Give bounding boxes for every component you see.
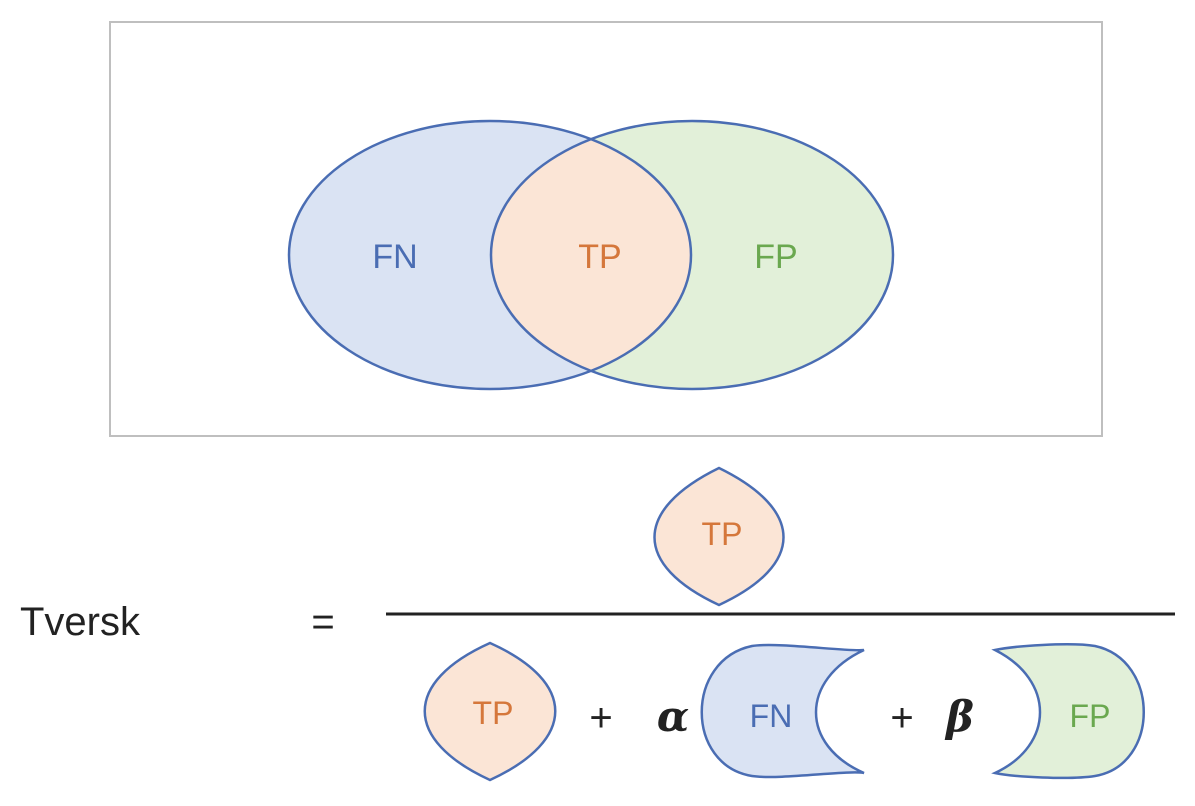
- equals-sign: =: [311, 600, 334, 644]
- denominator-tp-shape: [423, 641, 557, 782]
- numerator-tp-label: TP: [702, 516, 743, 552]
- denominator-fn-label: FN: [750, 698, 793, 734]
- venn-diagram: FN TP FP: [287, 119, 895, 391]
- venn-tp-label: TP: [578, 238, 621, 276]
- denominator-fp-shape: [991, 643, 1145, 780]
- formula-lhs: Tversk: [20, 600, 141, 644]
- tp-intersection: [491, 121, 691, 389]
- venn-fp-label: FP: [754, 238, 797, 276]
- fn-ellipse-outline: [287, 119, 693, 391]
- venn-fn-label: FN: [372, 238, 417, 276]
- alpha-symbol: α: [657, 692, 689, 741]
- numerator-tp-shape: [653, 466, 785, 607]
- denominator-fp-label: FP: [1070, 698, 1111, 734]
- denominator-fn-shape: [700, 643, 865, 779]
- beta-symbol: β: [944, 692, 974, 741]
- denominator-tp-label: TP: [473, 695, 514, 731]
- plus-sign-2: +: [890, 696, 913, 740]
- fp-ellipse-outline: [489, 119, 895, 391]
- plus-sign-1: +: [589, 696, 612, 740]
- tversky-formula: Tversk = TP TP + α FN + β FP: [20, 466, 1175, 782]
